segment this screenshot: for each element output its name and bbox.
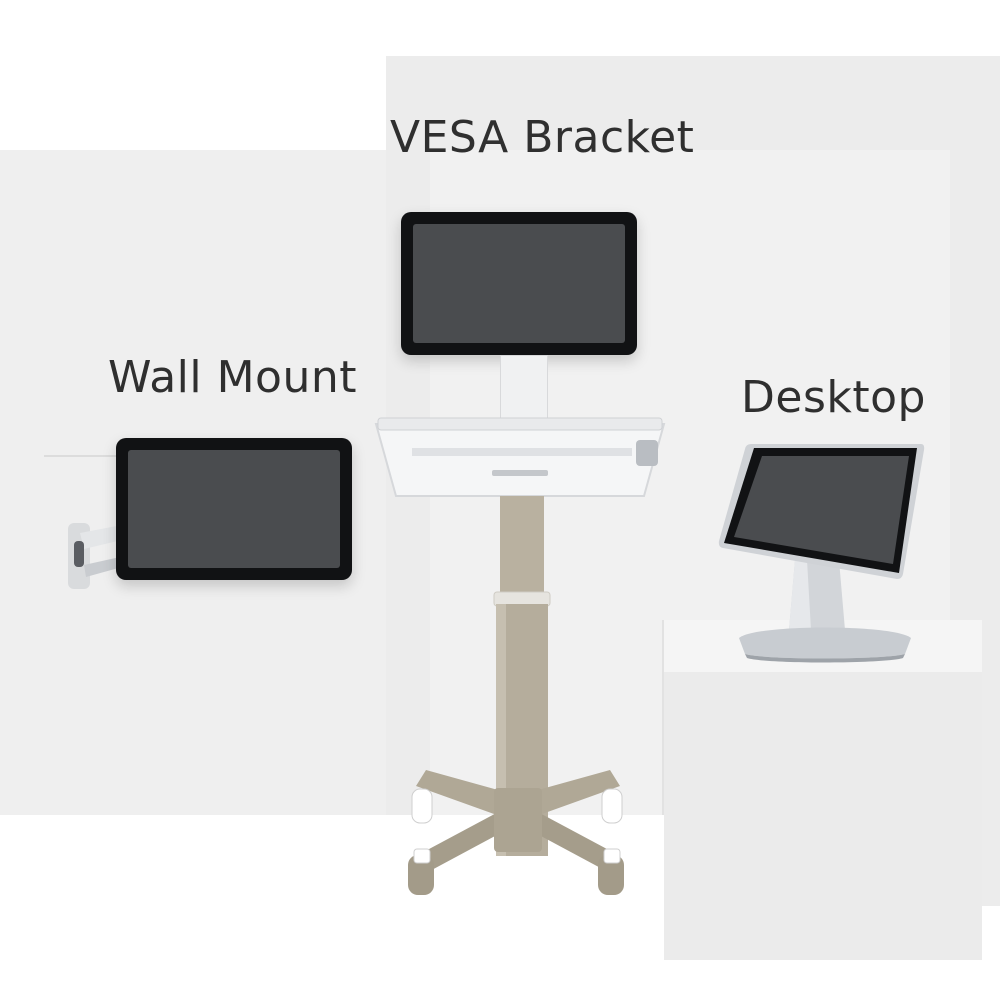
caster-wheel-icon-right bbox=[598, 788, 624, 895]
desktop-stand-icon bbox=[739, 560, 911, 663]
wall-mount-screen bbox=[128, 450, 340, 568]
wall-mount-monitor bbox=[116, 438, 352, 580]
wall-mount-arm-icon bbox=[68, 523, 126, 589]
vesa-bracket-neck bbox=[500, 355, 548, 419]
pedestal-block bbox=[664, 620, 982, 960]
cart-tray bbox=[374, 417, 666, 497]
vesa-monitor bbox=[401, 212, 637, 355]
floor-strip bbox=[0, 815, 664, 1000]
desktop-monitor bbox=[718, 444, 925, 579]
vesa-screen bbox=[413, 224, 625, 343]
vesa-bracket-label: VESA Bracket bbox=[390, 112, 695, 163]
wall-mount-label: Wall Mount bbox=[108, 352, 357, 403]
desktop-label: Desktop bbox=[741, 372, 926, 423]
cart-star-base-icon bbox=[416, 770, 620, 872]
wall-line bbox=[44, 455, 116, 457]
caster-wheel-icon bbox=[408, 788, 434, 895]
